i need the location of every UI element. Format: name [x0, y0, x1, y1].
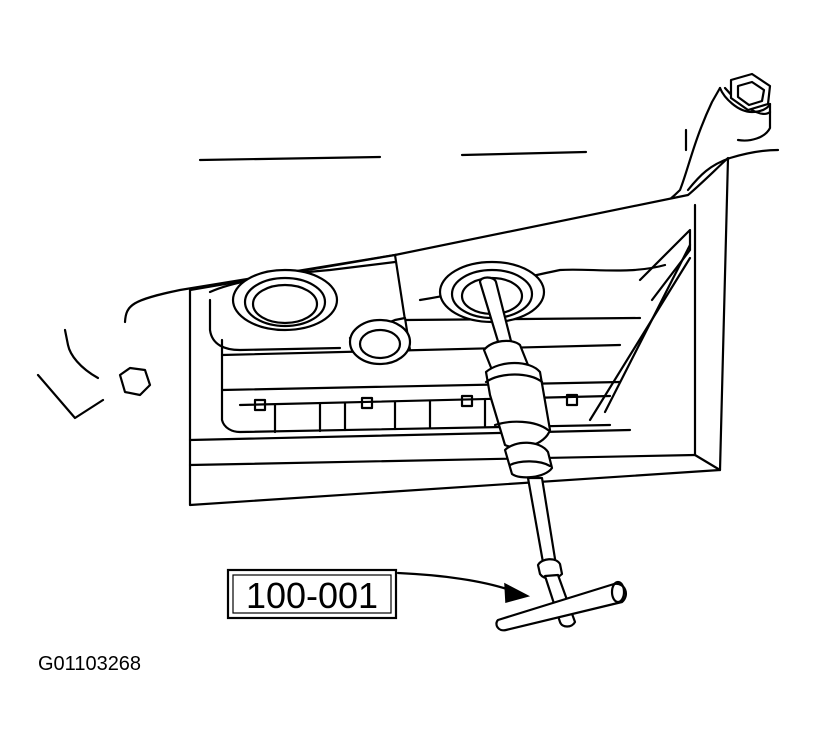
arrowhead-icon [504, 582, 531, 603]
seal-bore-left [231, 268, 339, 332]
tool-number: 100-001 [246, 575, 378, 616]
callout-arrow [396, 571, 531, 603]
hex-bolt-top-icon [718, 72, 772, 142]
bearing-notches [253, 393, 579, 434]
seal-remover-tool [478, 276, 627, 632]
background-lines [198, 150, 588, 162]
bracket-left [36, 328, 105, 420]
bushing [348, 316, 412, 366]
tool-label: 100-001 [226, 568, 398, 620]
hex-nut-icon [118, 366, 152, 397]
cylinder-head-body [188, 156, 730, 507]
figure-id: G01103268 [38, 653, 141, 675]
